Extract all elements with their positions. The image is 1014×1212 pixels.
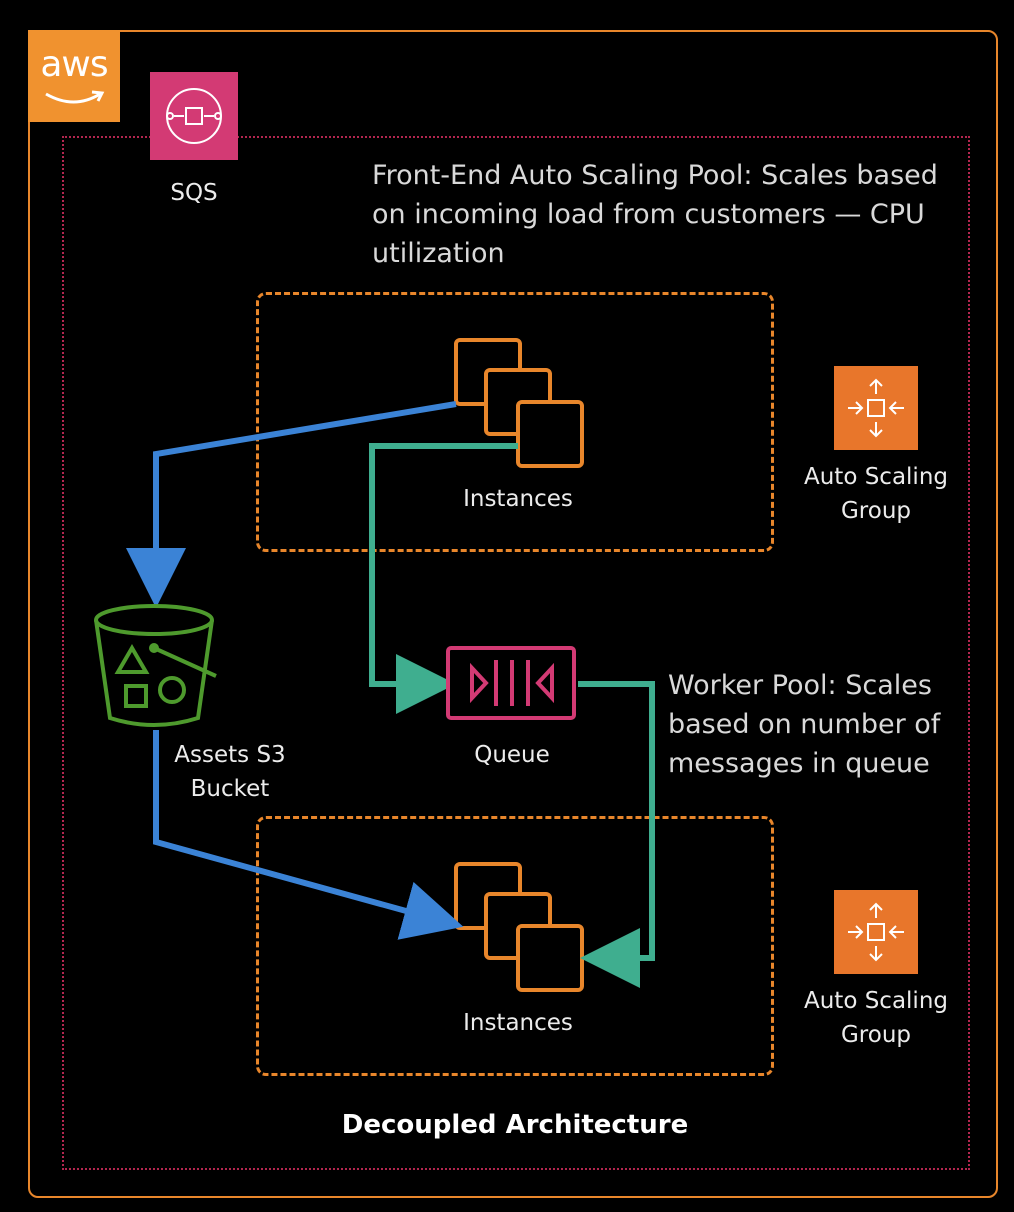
queue-icon: [446, 646, 576, 720]
worker-note: Worker Pool: Scales based on number of m…: [668, 666, 968, 783]
bucket-label: Assets S3 Bucket: [158, 738, 302, 806]
asg-bottom-label-line: Group: [840, 1022, 912, 1048]
asg-bottom-label-line: Auto Scaling: [803, 988, 948, 1014]
worker-note-line: Worker Pool: Scales: [668, 670, 932, 701]
asg-top-label-line: Auto Scaling: [803, 464, 948, 490]
sqs-icon: [150, 72, 238, 160]
blue-arrow: [126, 401, 457, 608]
worker-pool: [256, 816, 774, 1076]
diagram-title: Decoupled Architecture: [341, 1110, 689, 1140]
green-arrow: [578, 681, 655, 988]
blue-arrow: [153, 730, 464, 940]
aws-smile-icon: [45, 90, 105, 104]
s3-bucket-icon: [94, 604, 217, 727]
instances-icon: [454, 338, 584, 468]
auto-scaling-icon: [834, 366, 918, 450]
aws-logo-text: aws: [40, 44, 108, 85]
bucket-label-line: Bucket: [190, 776, 270, 802]
front-end-note: Front-End Auto Scaling Pool: Scales base…: [372, 156, 962, 273]
sqs-glyph: [166, 88, 222, 144]
auto-scaling-icon: [834, 890, 918, 974]
sqs-label: SQS: [170, 180, 218, 206]
green-arrow: [369, 443, 518, 714]
front-instances-label: Instances: [463, 486, 573, 512]
worker-note-line: messages in queue: [668, 748, 930, 779]
asg-top-label: Auto Scaling Group: [790, 460, 962, 528]
asg-top-label-line: Group: [840, 498, 912, 524]
worker-note-line: based on number of: [668, 709, 941, 740]
front-end-pool: [256, 292, 774, 552]
asg-bottom-label: Auto Scaling Group: [790, 984, 962, 1052]
worker-instances-label: Instances: [463, 1010, 573, 1036]
front-end-note-line: Front-End Auto Scaling Pool: Scales base…: [372, 160, 938, 191]
front-end-note-line: utilization: [372, 238, 505, 269]
aws-logo: aws: [28, 30, 120, 122]
region-boundary: [62, 136, 970, 1170]
instances-icon: [454, 862, 584, 992]
queue-label: Queue: [474, 742, 550, 768]
aws-cloud-frame: [28, 30, 998, 1198]
front-end-note-line: on incoming load from customers — CPU: [372, 199, 925, 230]
bucket-label-line: Assets S3: [174, 742, 286, 768]
